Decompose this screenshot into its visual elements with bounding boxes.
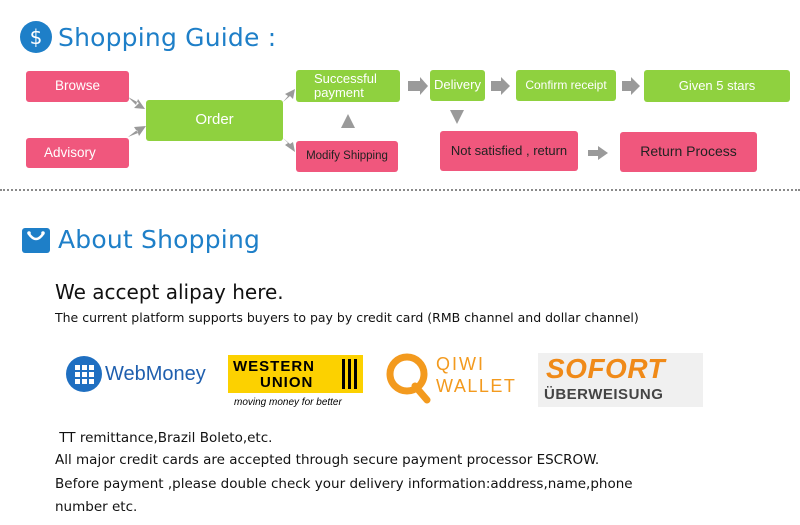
western-union-tagline: moving money for better [234, 397, 342, 408]
step-browse: Browse [26, 71, 129, 102]
section-divider [0, 189, 800, 191]
text-line-before-payment: Before payment ,please double check your… [55, 476, 633, 492]
arrow-right-icon [128, 97, 145, 109]
step-successful-payment: Successful payment [296, 70, 400, 102]
step-advisory: Advisory [26, 138, 129, 168]
western-union-line2: UNION [260, 374, 314, 391]
qiwi-line2: WALLET [436, 376, 517, 396]
intro-subtitle: The current platform supports buyers to … [55, 310, 639, 325]
arrow-right-icon [283, 89, 295, 102]
sofort-line2: ÜBERWEISUNG [544, 386, 664, 403]
arrow-up-icon [341, 114, 355, 128]
webmoney-text: WebMoney [105, 363, 206, 385]
step-return-process: Return Process [620, 132, 757, 172]
text-line-remittance: TT remittance,Brazil Boleto,etc. [55, 430, 273, 446]
webmoney-globe-icon [66, 356, 102, 392]
arrow-right-icon [622, 77, 640, 95]
sofort-logo: SOFORT ÜBERWEISUNG [538, 353, 703, 407]
step-not-satisfied: Not satisfied , return [440, 131, 578, 171]
arrow-right-icon [408, 77, 428, 95]
western-union-line1: WESTERN [233, 358, 315, 375]
western-union-bars-icon [342, 359, 358, 389]
text-line-credit-cards: All major credit cards are accepted thro… [55, 452, 600, 468]
sofort-line1: SOFORT [546, 353, 666, 384]
intro-title: We accept alipay here. [55, 280, 284, 304]
qiwi-icon [386, 353, 431, 404]
flow-arrows [128, 77, 640, 160]
step-confirm-receipt: Confirm receipt [516, 70, 616, 101]
text-line-number-etc: number etc. [55, 499, 138, 515]
qiwi-wallet-logo: QIWI WALLET [385, 352, 520, 404]
western-union-logo: WESTERN UNION moving money for better [228, 355, 363, 411]
about-shopping-title: About Shopping [58, 225, 261, 254]
dollar-icon: $ [20, 21, 52, 53]
webmoney-logo: WebMoney [65, 355, 210, 395]
step-order: Order [146, 100, 283, 141]
shopping-guide-title: Shopping Guide : [58, 23, 277, 52]
qiwi-line1: QIWI [436, 354, 485, 374]
step-given-5-stars: Given 5 stars [644, 70, 790, 102]
arrow-right-icon [588, 146, 608, 160]
shopping-bag-icon [20, 222, 52, 254]
arrow-right-icon [283, 138, 295, 152]
arrow-right-icon [128, 126, 146, 137]
step-modify-shipping: Modify Shipping [296, 141, 398, 172]
arrow-down-icon [450, 110, 464, 124]
step-delivery: Delivery [430, 70, 485, 101]
arrow-right-icon [491, 77, 510, 95]
svg-text:$: $ [30, 25, 43, 49]
